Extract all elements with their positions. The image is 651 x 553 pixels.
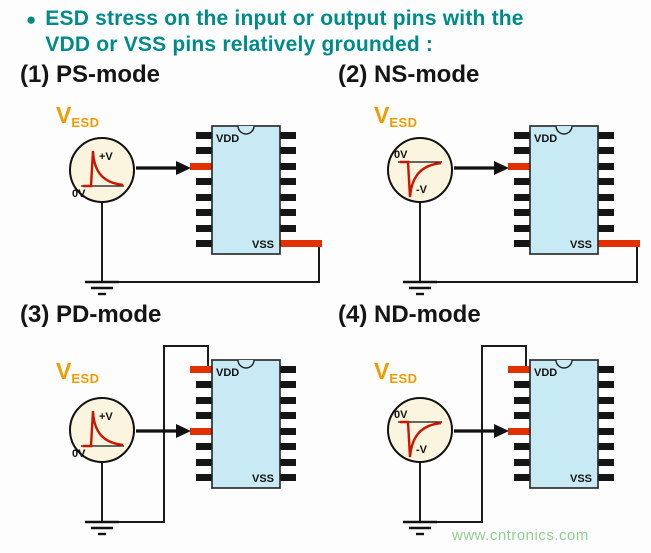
ic-chip: VDD VSS <box>508 359 614 489</box>
wave-top-label: 0V <box>394 149 408 161</box>
chip-vdd-label: VDD <box>534 367 557 379</box>
page-title: ESD stress on the input or output pins w… <box>45 6 523 58</box>
ground-wire <box>101 345 209 523</box>
ground-symbol <box>85 280 119 296</box>
vdd-ground-wrap-wire <box>102 345 209 523</box>
wave-top-label: 0V <box>394 409 408 421</box>
page-title-line2: VDD or VSS pins relatively grounded : <box>45 33 434 56</box>
pd-mode-label: (3) PD-mode <box>20 301 162 328</box>
ground-wire <box>419 202 638 283</box>
stress-arrow <box>136 161 191 175</box>
stressed-input-pin <box>190 163 212 170</box>
ic-chip: VDD VSS <box>508 125 640 255</box>
negative-pulse-waveform <box>400 420 442 458</box>
wave-top-label: +V <box>99 151 113 163</box>
wave-top-label: +V <box>99 411 113 423</box>
chip-vss-label: VSS <box>570 473 592 485</box>
pd-mode-panel: (3) PD-mode VESD <box>12 300 330 550</box>
header: ● ESD stress on the input or output pins… <box>26 6 524 58</box>
wave-bottom-label: 0V <box>72 188 86 200</box>
watermark: www.cntronics.com <box>452 527 589 544</box>
chip-vdd-label: VDD <box>216 367 239 379</box>
grounded-vdd-pin <box>190 366 212 373</box>
chip-vdd-label: VDD <box>534 133 557 145</box>
chip-notch <box>237 359 255 369</box>
wave-bottom-label: 0V <box>72 448 86 460</box>
negative-pulse-waveform <box>400 160 442 198</box>
positive-pulse-waveform <box>83 410 124 448</box>
esd-source: 0V -V <box>387 137 453 203</box>
wave-bottom-label: -V <box>416 444 428 456</box>
stress-arrow <box>454 161 509 175</box>
nd-mode-diagram: VDD VSS 0V -V <box>387 345 614 536</box>
vesd-label: VESD <box>56 358 100 387</box>
chip-vdd-label: VDD <box>216 133 239 145</box>
stressed-input-pin <box>508 163 530 170</box>
chip-vss-label: VSS <box>252 239 274 251</box>
ground-wire <box>419 345 527 523</box>
grounded-vss-pin <box>598 240 640 247</box>
ic-chip: VDD VSS <box>190 359 296 489</box>
stress-arrow <box>136 424 191 438</box>
nd-mode-label: (4) ND-mode <box>338 301 481 328</box>
chip-notch <box>237 125 255 135</box>
wave-bottom-label: -V <box>416 184 428 196</box>
nd-mode-panel: (4) ND-mode VESD <box>330 300 648 550</box>
esd-source: +V 0V <box>69 137 135 203</box>
chip-vss-label: VSS <box>252 473 274 485</box>
bullet-icon: ● <box>26 10 37 29</box>
vdd-ground-wrap-wire <box>420 345 527 523</box>
grounded-vdd-pin <box>508 366 530 373</box>
pd-mode-diagram: VDD VSS +V 0V <box>69 345 296 536</box>
chip-vss-label: VSS <box>570 239 592 251</box>
esd-source: 0V -V <box>387 397 453 463</box>
vesd-label: VESD <box>56 102 100 131</box>
esd-source: +V 0V <box>69 397 135 463</box>
ps-mode-diagram: VDD VSS +V 0V <box>69 125 322 296</box>
chip-notch <box>555 359 573 369</box>
positive-pulse-waveform <box>83 150 124 188</box>
stressed-input-pin <box>190 428 212 435</box>
ps-mode-label: (1) PS-mode <box>20 61 161 88</box>
ns-mode-label: (2) NS-mode <box>338 61 480 88</box>
ground-symbol <box>85 520 119 536</box>
ps-mode-panel: (1) PS-mode VESD <box>12 60 330 310</box>
page-title-line1: ESD stress on the input or output pins w… <box>45 7 524 30</box>
vesd-label: VESD <box>374 358 418 387</box>
ground-wire <box>101 202 320 283</box>
ic-chip: VDD VSS <box>190 125 322 255</box>
stressed-input-pin <box>508 428 530 435</box>
chip-notch <box>555 125 573 135</box>
vesd-label: VESD <box>374 102 418 131</box>
ground-symbol <box>403 520 437 536</box>
ns-mode-diagram: VDD VSS 0V -V <box>387 125 640 296</box>
grounded-vss-pin <box>280 240 322 247</box>
ns-mode-panel: (2) NS-mode VESD <box>330 60 648 310</box>
ground-symbol <box>403 280 437 296</box>
stress-arrow <box>454 424 509 438</box>
